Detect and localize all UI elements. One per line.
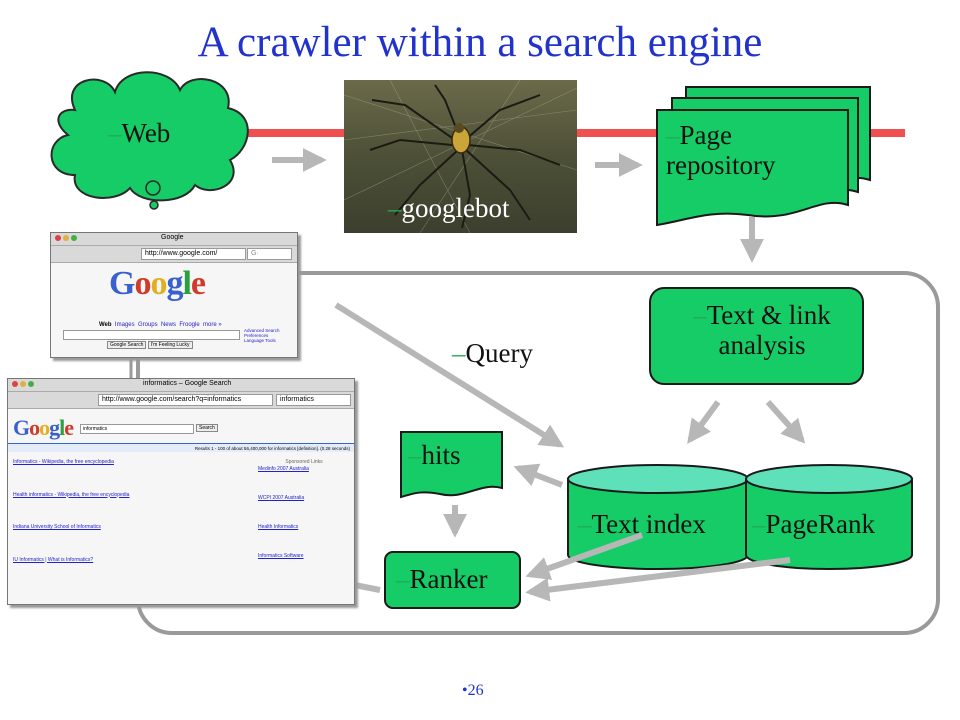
ranker-label: –Ranker (396, 564, 488, 594)
sponsored-link-1[interactable]: Medinfo 2007 Australia (258, 466, 309, 472)
hits-label: –hits (408, 440, 461, 470)
arrow-analysis-to-pagerank (765, 399, 806, 444)
arrow-analysis-to-text-index (687, 400, 721, 444)
web-label: –Web (108, 118, 171, 148)
result-link-1[interactable]: Informatics - Wikipedia, the free encycl… (13, 459, 114, 465)
text-index-label: –Text index (578, 509, 706, 539)
google-search-button[interactable]: Google Search (107, 341, 147, 349)
window-titlebar: Google (51, 233, 297, 246)
googlebot-label: –googlebot (388, 193, 510, 223)
page-repository-stack (656, 86, 871, 227)
tab-more[interactable]: more » (203, 322, 222, 328)
address-bar[interactable]: http://www.google.com/ (141, 248, 246, 260)
advanced-search-link[interactable]: Advanced Search (244, 328, 280, 333)
arrow-text-index-to-hits (513, 463, 564, 488)
page-number: •26 (462, 682, 484, 699)
cloud-bubble-2 (149, 200, 159, 210)
side-links: Advanced Search Preferences Language Too… (244, 328, 280, 343)
browser-toolbar: http://www.google.com/ G· (51, 246, 297, 263)
results-list: Informatics - Wikipedia, the free encycl… (13, 459, 238, 563)
search-tabs: Web Images Groups News Froogle more » (99, 322, 222, 328)
ranker-box (384, 551, 521, 609)
result-link-4[interactable]: IU Informatics | What is Informatics? (13, 556, 94, 563)
home-buttons: Google Search I'm Feeling Lucky (107, 341, 193, 349)
results-google-logo: Google (13, 415, 74, 440)
web-cloud (50, 71, 249, 202)
google-results-screenshot: informatics – Google Search http://www.g… (7, 378, 355, 605)
sponsored-link-2[interactable]: WCPI 2007 Australia (258, 495, 305, 501)
sponsored-links: Sponsored Links Medinfo 2007 Australia W… (258, 459, 350, 560)
text-link-analysis-box (649, 287, 864, 385)
toolbar-search-field[interactable]: G· (247, 248, 292, 260)
tab-froogle[interactable]: Froogle (179, 322, 200, 328)
results-titlebar: informatics – Google Search (8, 379, 354, 392)
hits-document (400, 431, 503, 499)
sponsored-link-3[interactable]: Health Informatics (258, 524, 299, 530)
window-title: Google (161, 234, 184, 241)
pagerank-cylinder (745, 464, 913, 570)
home-search-input[interactable] (63, 330, 240, 340)
cloud-bubble-1 (145, 180, 161, 196)
language-tools-link[interactable]: Language Tools (244, 338, 276, 343)
sponsored-link-4[interactable]: Informatics Software (258, 553, 304, 559)
results-stats: Results 1 - 100 of about 56,400,000 for … (8, 443, 354, 452)
preferences-link[interactable]: Preferences (244, 333, 269, 338)
arrow-text-index-to-ranker (525, 532, 644, 580)
sponsored-title: Sponsored Links (285, 459, 323, 465)
pagerank-label: –PageRank (752, 509, 875, 539)
tab-groups[interactable]: Groups (137, 322, 158, 328)
results-address-bar[interactable]: http://www.google.com/search?q=informati… (98, 394, 273, 406)
tab-images[interactable]: Images (114, 322, 135, 328)
feeling-lucky-button[interactable]: I'm Feeling Lucky (147, 341, 193, 349)
arrow-pagerank-to-ranker (525, 557, 791, 602)
tab-news[interactable]: News (160, 322, 176, 328)
googlebot-spider-photo (343, 79, 578, 234)
query-label: –Query (452, 338, 533, 368)
arrow-query-to-text-index (334, 302, 565, 448)
results-query-input[interactable]: informatics (80, 424, 194, 434)
results-toolbar: http://www.google.com/search?q=informati… (8, 392, 354, 409)
tab-web[interactable]: Web (99, 322, 112, 328)
results-window-title: informatics – Google Search (143, 380, 232, 387)
result-link-2[interactable]: Health informatics - Wikipedia, the free… (13, 491, 130, 498)
result-link-3[interactable]: Indiana University School of Informatics (13, 524, 101, 530)
results-toolbar-search[interactable]: informatics (276, 394, 351, 406)
google-logo: Google (109, 265, 206, 302)
google-home-screenshot: Google http://www.google.com/ G· Google … (50, 232, 298, 358)
slide-title: A crawler within a search engine (197, 19, 763, 66)
results-search-button[interactable]: Search (196, 424, 218, 432)
